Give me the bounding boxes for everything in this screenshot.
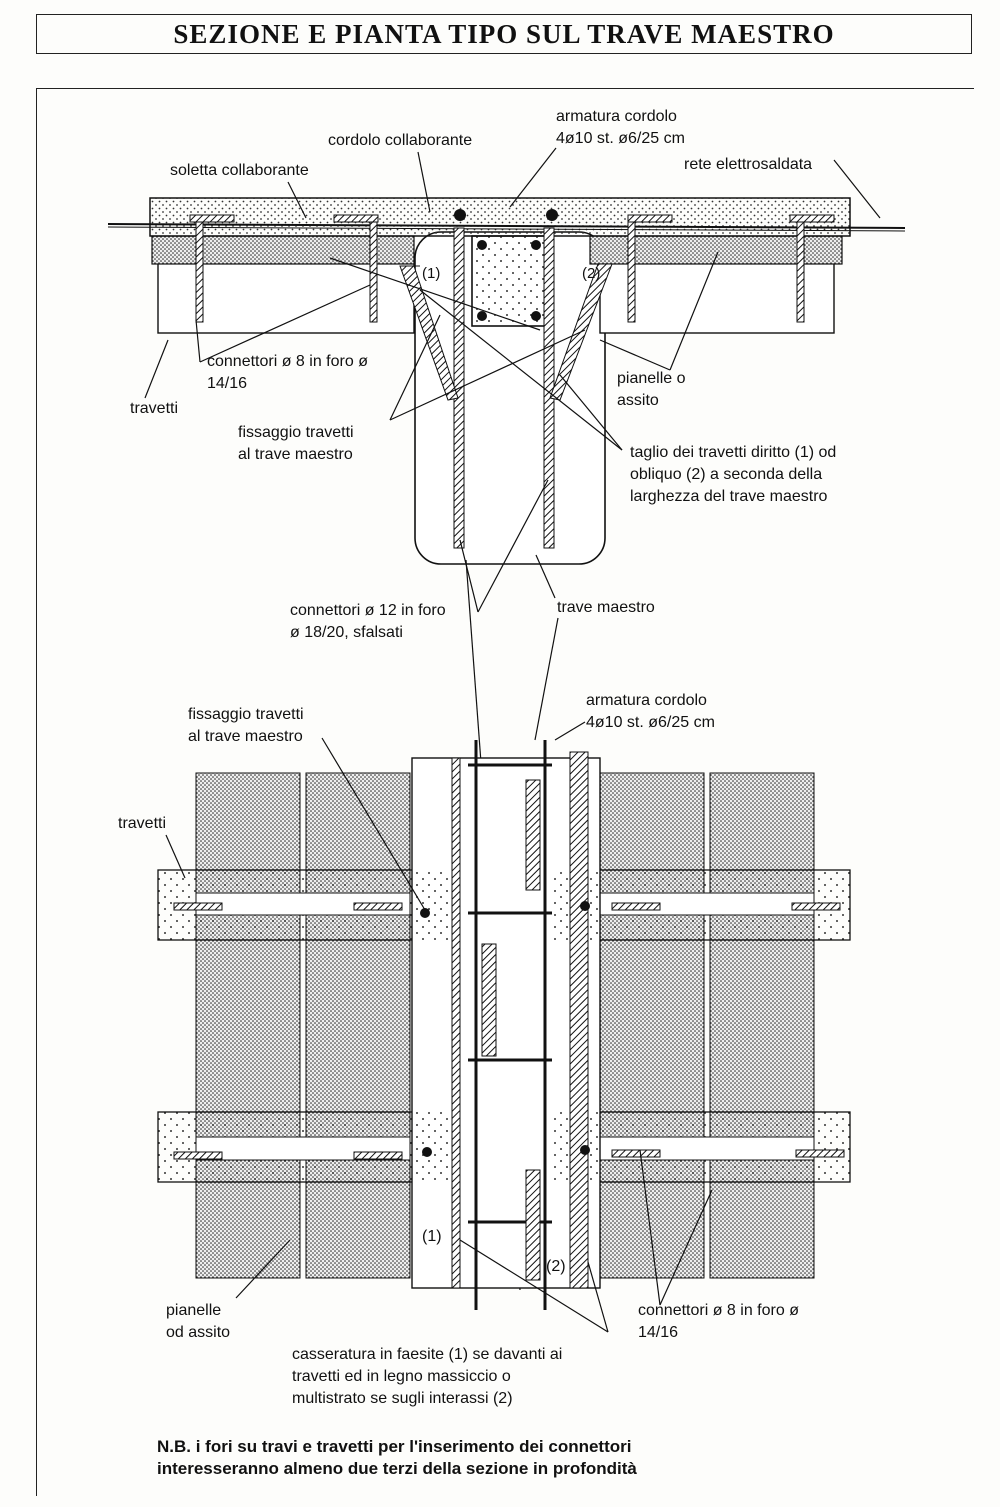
label-fissaggio: fissaggio travetti al trave maestro [238,424,354,463]
label-connettori-8: connettori ø 8 in foro ø 14/16 [207,353,368,392]
plan-label-pianelle: pianelle od assito [166,1302,231,1341]
plan-label-mark-1: (1) [422,1228,442,1245]
plan-label-travetti: travetti [118,815,167,832]
plan-label-casseratura: casseratura in faesite (1) se davanti ai… [292,1346,563,1407]
label-soletta-collaborante: soletta collaborante [170,162,309,179]
plan-label-armatura-cordolo: armatura cordolo 4ø10 st. ø6/25 cm [586,692,715,731]
label-armatura-cordolo: armatura cordolo 4ø10 st. ø6/25 cm [556,108,685,147]
plan-view [157,721,851,1333]
label-taglio: taglio dei travetti diritto (1) od obliq… [630,444,837,505]
section-view [107,147,906,1291]
plan-label-mark-2: (2) [546,1258,566,1275]
page-title: SEZIONE E PIANTA TIPO SUL TRAVE MAESTRO [173,19,835,49]
label-cordolo-collaborante: cordolo collaborante [328,132,473,149]
label-travetti: travetti [130,400,179,417]
drawing-frame [36,88,974,1496]
joist-right [599,254,835,334]
label-mark-2: (2) [582,265,601,282]
plan-label-fissaggio: fissaggio travetti al trave maestro [188,706,304,745]
section-leaders [144,147,881,1291]
label-trave-maestro: trave maestro [557,599,655,616]
title-box: SEZIONE E PIANTA TIPO SUL TRAVE MAESTRO [36,14,972,54]
footnote: N.B. i fori su travi e travetti per l'in… [157,1437,637,1478]
label-pianelle-assito: pianelle o assito [617,370,686,409]
label-rete-elettrosaldata: rete elettrosaldata [684,156,813,173]
plan-label-connettori-8: connettori ø 8 in foro ø 14/16 [638,1302,799,1341]
label-mark-1: (1) [422,265,441,282]
plan-leaders [165,721,713,1333]
label-connettori-12: connettori ø 12 in foro ø 18/20, sfalsat… [290,602,446,641]
